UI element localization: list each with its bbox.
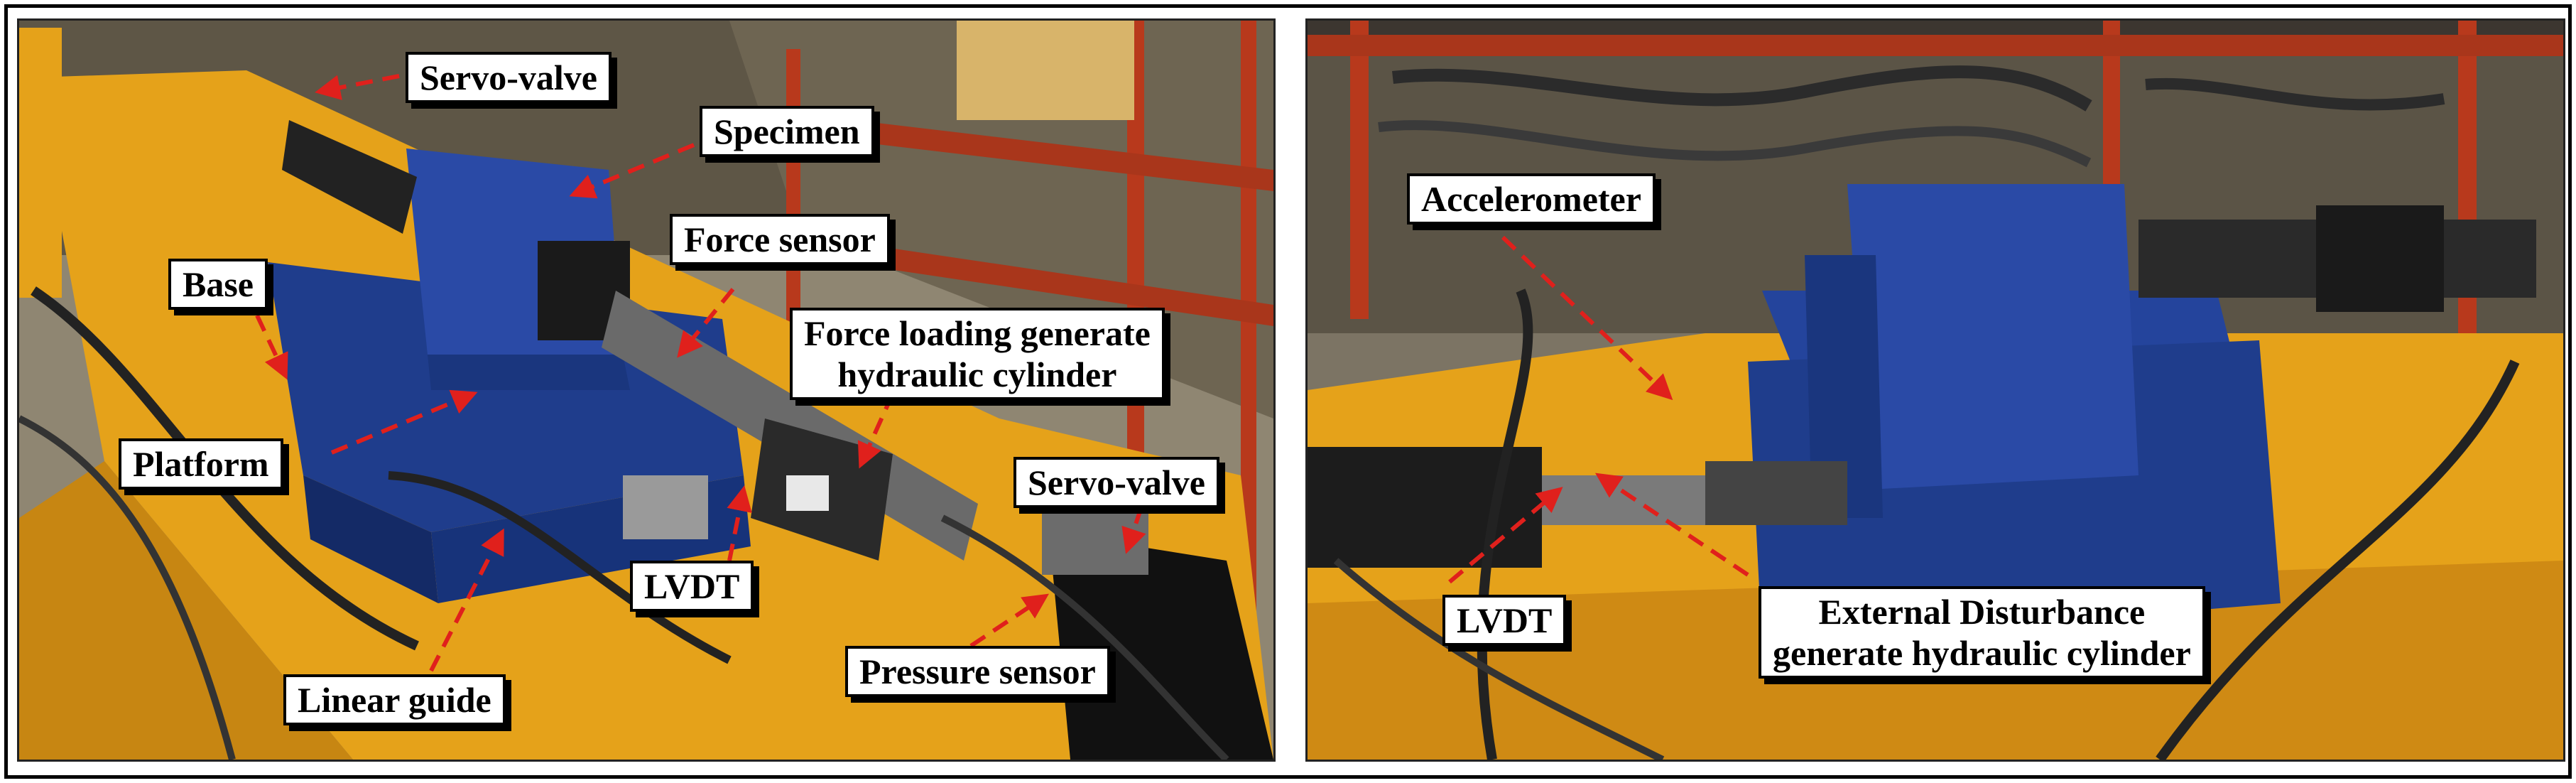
- label-specimen: Specimen: [700, 106, 874, 157]
- left-photo-panel: Servo-valve Specimen Force sensor Base F…: [17, 18, 1276, 762]
- right-photo-panel: Accelerometer LVDT External Disturbance …: [1305, 18, 2565, 762]
- label-servo-valve-right: Servo-valve: [1013, 457, 1219, 508]
- label-base: Base: [168, 259, 268, 310]
- label-lvdt-right: LVDT: [1442, 595, 1567, 646]
- label-external-disturbance-cylinder: External Disturbance generate hydraulic …: [1759, 586, 2205, 679]
- label-platform: Platform: [119, 438, 283, 490]
- label-linear-guide: Linear guide: [283, 674, 506, 725]
- label-lvdt-left: LVDT: [630, 561, 754, 612]
- label-force-loading-cylinder: Force loading generate hydraulic cylinde…: [790, 308, 1165, 400]
- label-accelerometer: Accelerometer: [1407, 173, 1656, 225]
- label-pressure-sensor: Pressure sensor: [845, 646, 1110, 697]
- label-servo-valve-top: Servo-valve: [406, 52, 612, 103]
- label-force-sensor: Force sensor: [670, 214, 890, 265]
